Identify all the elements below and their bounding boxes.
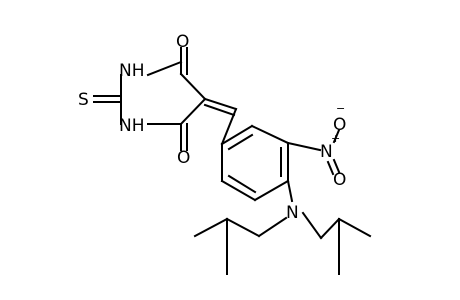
bond <box>286 141 322 152</box>
charge-plus: + <box>331 132 340 145</box>
bond <box>319 217 341 240</box>
bond <box>286 179 294 203</box>
bond <box>179 97 207 126</box>
bond <box>337 217 372 238</box>
bond <box>326 160 335 176</box>
bond <box>332 128 341 144</box>
bonds <box>93 47 372 275</box>
atom-oxygen: O <box>177 148 190 168</box>
bond <box>257 216 288 238</box>
bond <box>220 124 254 146</box>
atom-labels: O NH S NH O N + O − O N <box>78 32 346 223</box>
atom-nitrogen: N <box>320 142 333 162</box>
atom-oxygen: O <box>333 170 346 190</box>
bond <box>193 217 229 238</box>
bond <box>332 158 341 174</box>
bond <box>203 103 236 117</box>
bond <box>179 72 207 101</box>
bond <box>227 133 254 151</box>
atom-nh: NH <box>119 61 145 81</box>
bond <box>227 174 257 194</box>
atom-sulfur: S <box>78 90 89 110</box>
bond <box>220 107 238 146</box>
bond <box>301 211 323 240</box>
atom-oxygen: O <box>176 32 189 52</box>
bond <box>225 217 261 238</box>
bond <box>250 124 290 145</box>
bond <box>220 179 257 202</box>
atom-nh: NH <box>119 116 145 136</box>
bond <box>203 97 238 111</box>
atom-oxygen: O <box>333 115 346 135</box>
bond <box>146 60 183 77</box>
atom-nitrogen: N <box>286 203 299 223</box>
charge-minus: − <box>336 102 345 115</box>
bond <box>253 179 290 202</box>
